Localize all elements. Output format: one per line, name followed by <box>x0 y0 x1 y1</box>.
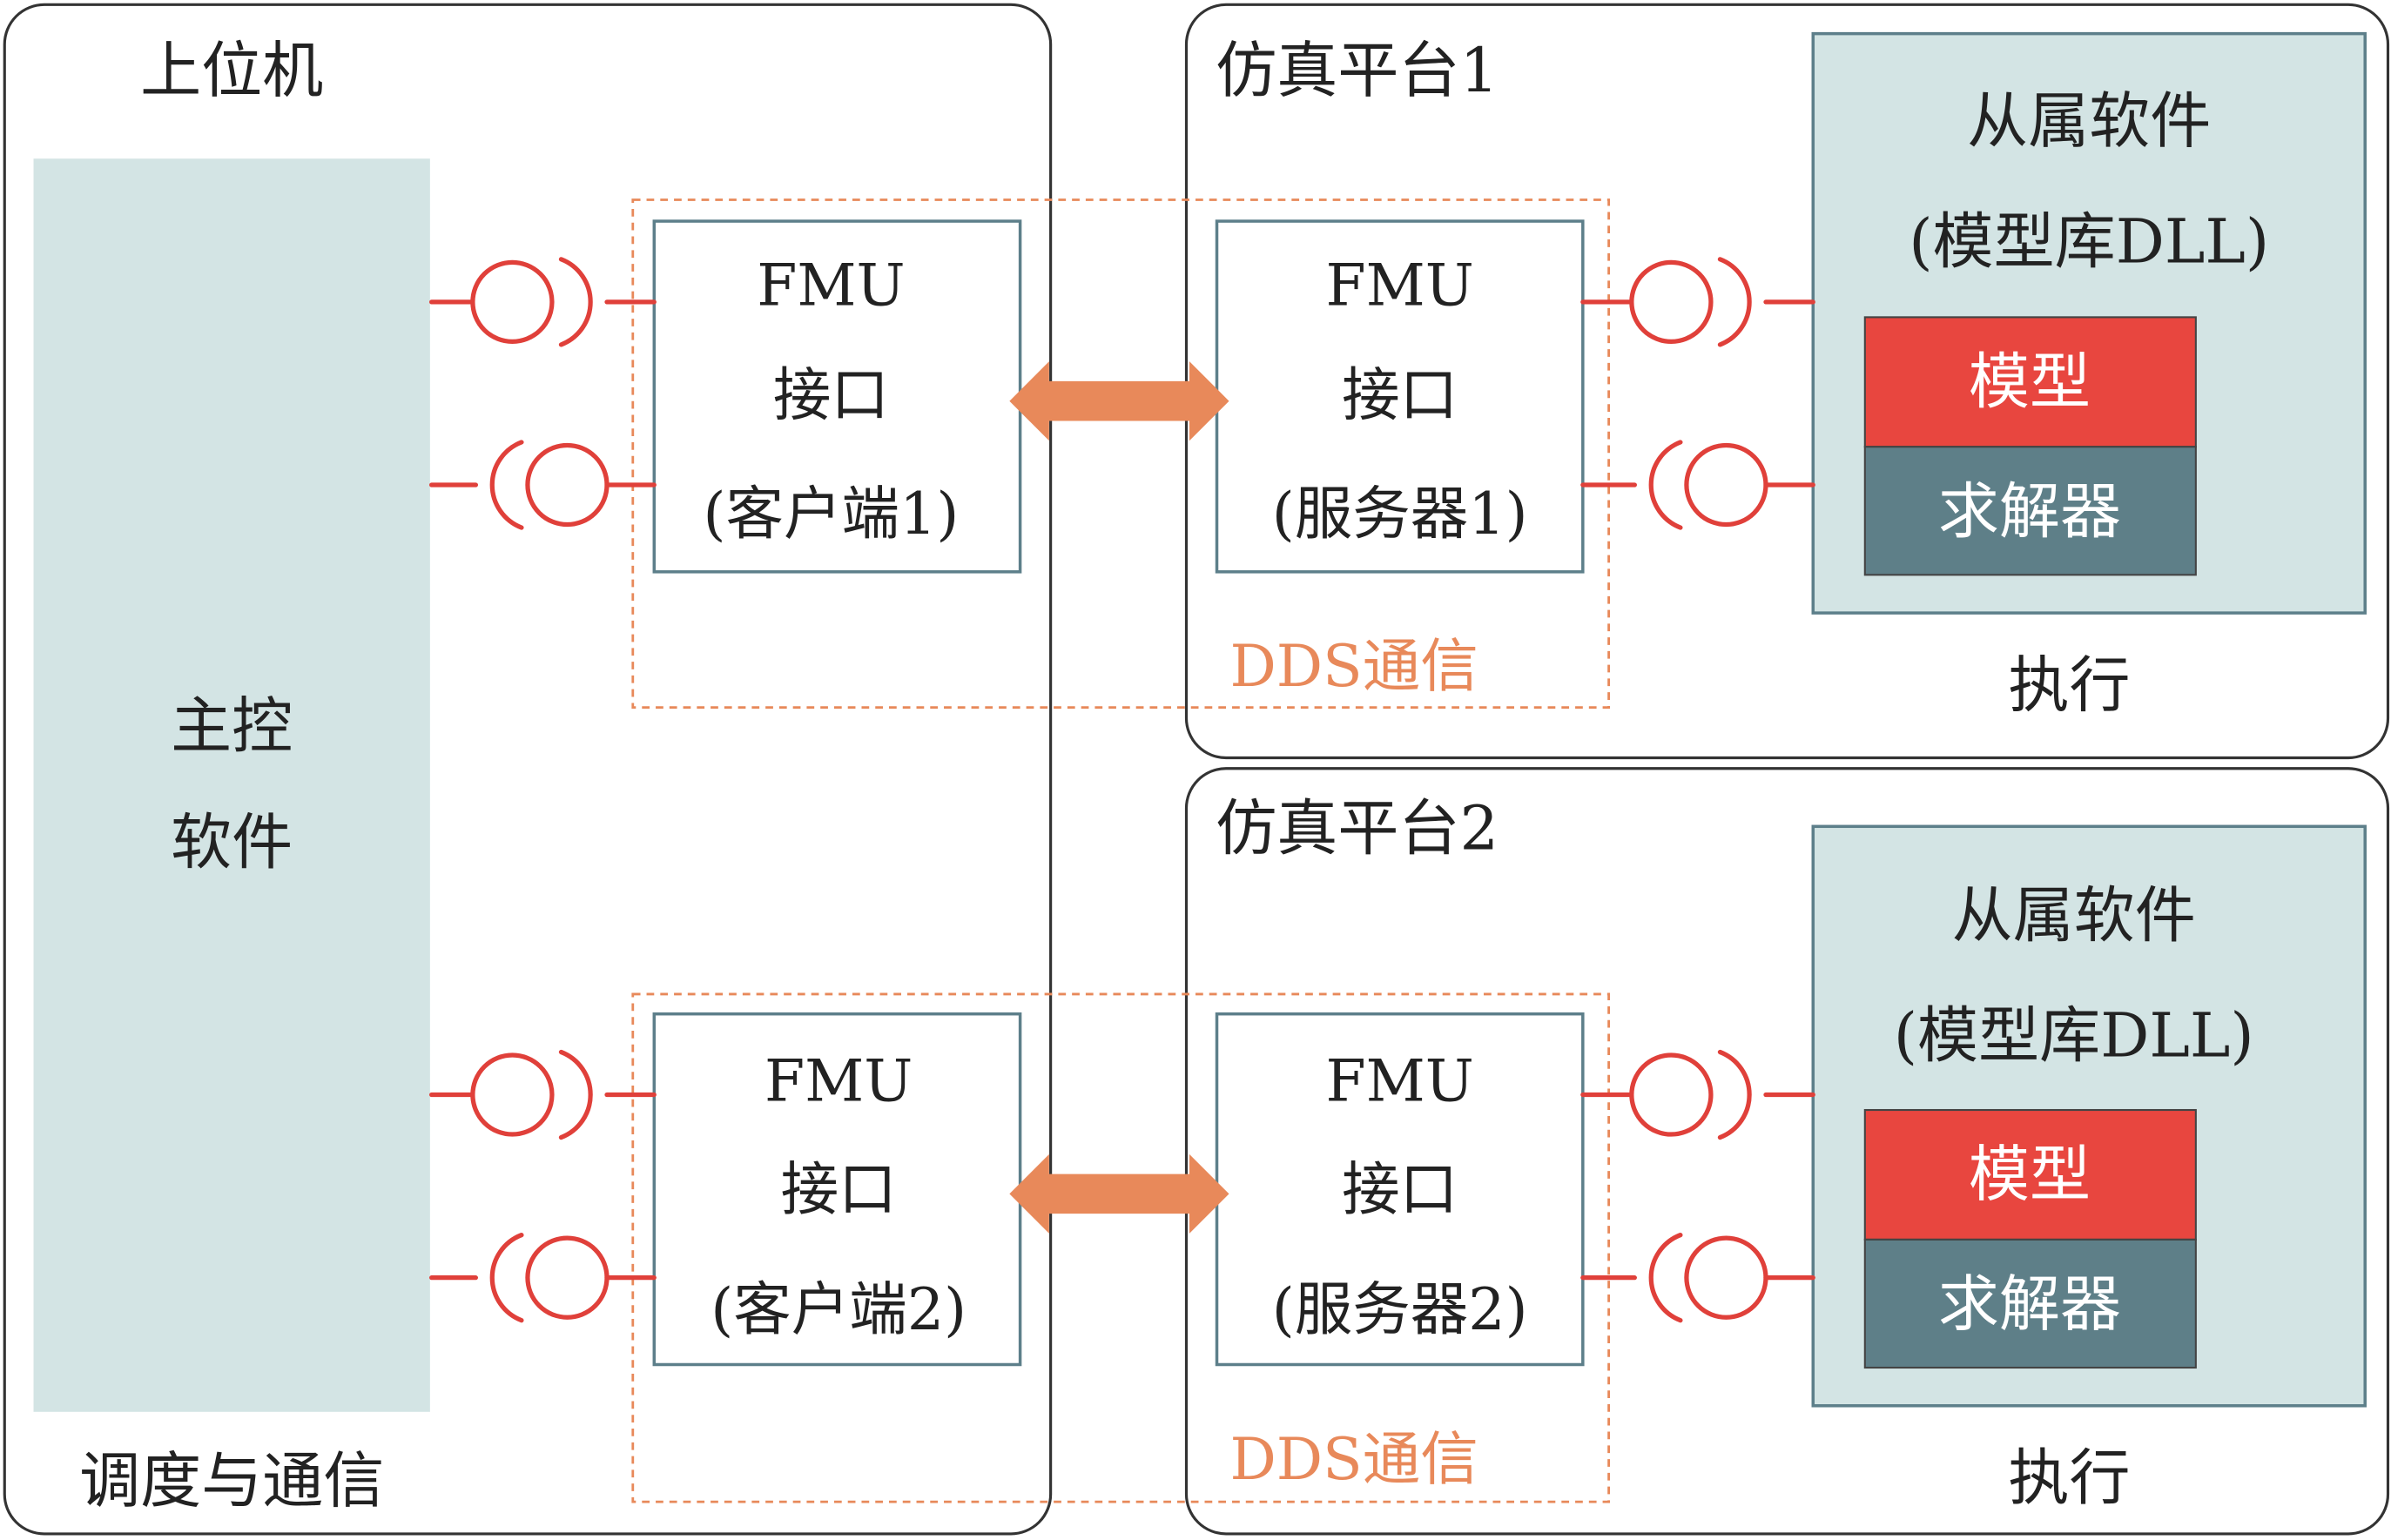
host-footer: 调度与通信 <box>79 1445 384 1516</box>
slave-2-line1: 从属软件 <box>1952 879 2196 951</box>
model-label-1: 模型 <box>1969 346 2091 417</box>
platform-2-title: 仿真平台2 <box>1216 793 1499 864</box>
required-interface-icon-host-1a <box>558 257 657 347</box>
model-box-2 <box>1863 1108 2197 1241</box>
platform-1-title: 仿真平台1 <box>1216 35 1499 106</box>
dds-double-arrow-icon-2 <box>1009 1153 1229 1234</box>
provided-interface-icon-platform-1a <box>1580 259 1714 345</box>
dds-region-1 <box>631 198 1610 709</box>
platform-2-frame <box>1184 767 2390 1536</box>
main-software-label-line1: 主控 <box>171 690 293 762</box>
dds-label-1: DDS通信 <box>1229 632 1478 700</box>
provided-interface-icon-host-2b <box>525 1235 657 1320</box>
model-label-2: 模型 <box>1969 1139 2091 1210</box>
client-fmu-box-1 <box>652 219 1022 574</box>
slave-2-line2: (模型库DLL) <box>1894 1000 2254 1072</box>
required-interface-icon-host-2a <box>558 1049 657 1140</box>
server-2-line3: (服务器2) <box>1272 1275 1528 1343</box>
provided-interface-icon-platform-2b <box>1684 1235 1815 1320</box>
provided-interface-icon-platform-2a <box>1580 1052 1714 1137</box>
provided-interface-icon-host-1b <box>525 442 657 528</box>
execute-label-1: 执行 <box>2008 649 2130 721</box>
dds-region-2 <box>631 992 1610 1503</box>
server-2-line2: 接口 <box>1342 1155 1458 1223</box>
slave-1-line1: 从属软件 <box>1967 85 2211 157</box>
required-interface-icon-platform-2b <box>1580 1233 1683 1323</box>
provided-interface-icon-platform-1b <box>1684 442 1815 528</box>
dds-label-2: DDS通信 <box>1229 1425 1478 1493</box>
provided-interface-icon-host-2a <box>428 1052 555 1137</box>
host-frame <box>3 3 1053 1536</box>
required-interface-icon-platform-1b <box>1580 440 1683 530</box>
client-2-line1: FMU <box>764 1047 913 1115</box>
client-1-line2: 接口 <box>773 360 889 428</box>
execute-label-2: 执行 <box>2008 1442 2130 1514</box>
provided-interface-icon-host-1a <box>428 259 555 345</box>
slave-1-line2: (模型库DLL) <box>1909 205 2269 277</box>
client-1-line1: FMU <box>757 251 905 319</box>
main-software-label-line2: 软件 <box>171 806 293 878</box>
required-interface-icon-platform-2a <box>1717 1049 1815 1140</box>
server-1-line2: 接口 <box>1342 360 1458 428</box>
server-1-line1: FMU <box>1325 251 1473 319</box>
solver-box-2 <box>1863 1238 2197 1369</box>
main-software-panel <box>33 158 430 1412</box>
required-interface-icon-host-2b <box>428 1233 524 1323</box>
solver-box-1 <box>1863 446 2197 576</box>
required-interface-icon-host-1b <box>428 440 524 530</box>
client-2-line3: (客户端2) <box>711 1275 967 1343</box>
client-2-line2: 接口 <box>781 1155 897 1223</box>
server-fmu-box-2 <box>1215 1012 1585 1367</box>
server-1-line3: (服务器1) <box>1272 480 1528 548</box>
server-2-line1: FMU <box>1325 1047 1473 1115</box>
required-interface-icon-platform-1a <box>1717 257 1815 347</box>
solver-label-1: 求解器 <box>1938 475 2121 547</box>
host-title: 上位机 <box>140 35 323 106</box>
server-fmu-box-1 <box>1215 219 1585 574</box>
dds-double-arrow-icon-1 <box>1009 361 1229 441</box>
client-1-line3: (客户端1) <box>704 480 960 548</box>
solver-label-2: 求解器 <box>1938 1268 2121 1340</box>
